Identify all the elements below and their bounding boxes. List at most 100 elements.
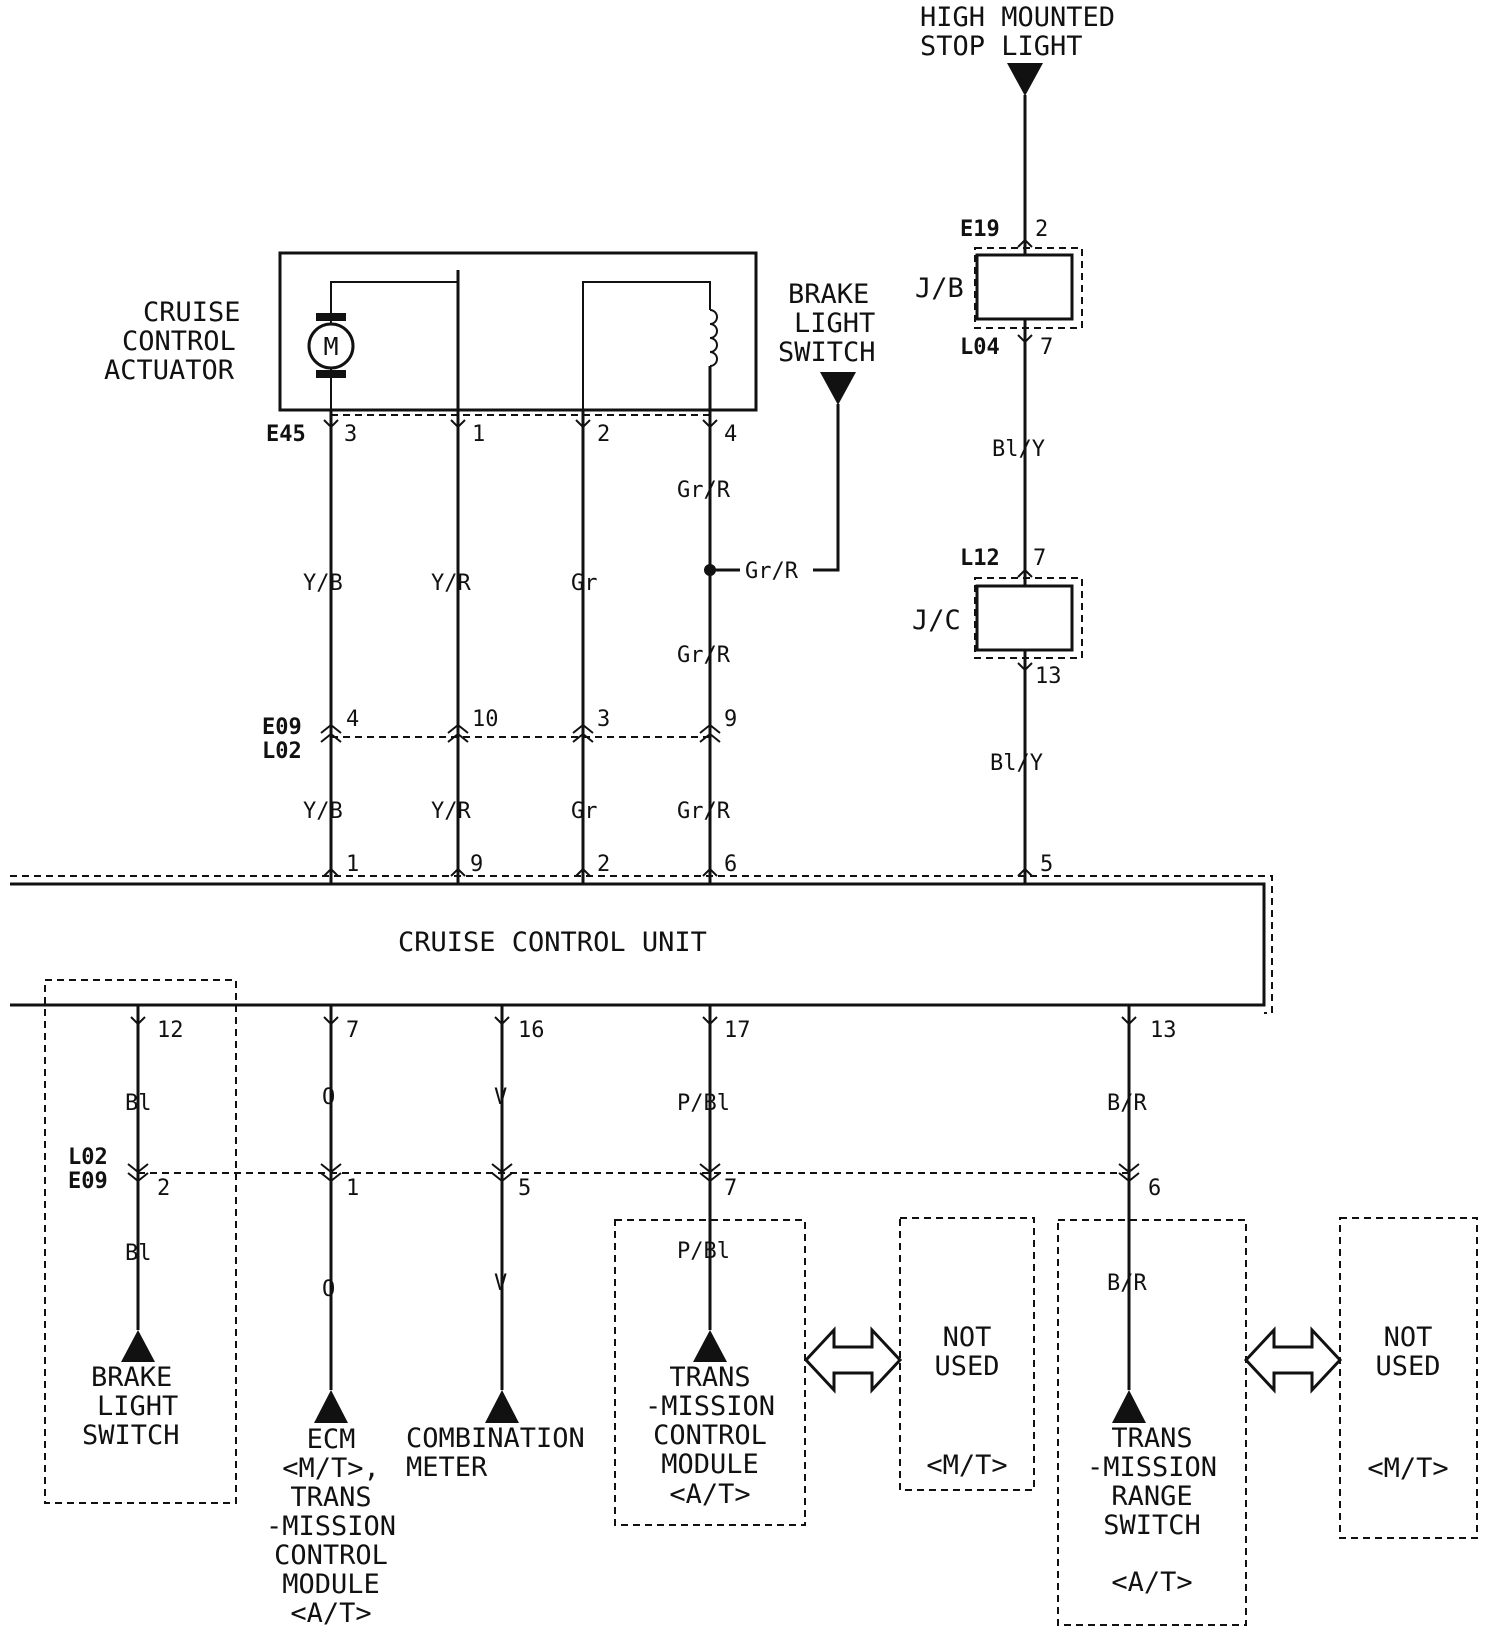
connector-e19: E19 xyxy=(960,217,1000,242)
terminal-l02-pbl-b xyxy=(699,1172,721,1183)
terminal-e09-yb-b xyxy=(320,732,342,743)
wire-label-gr-1: Gr xyxy=(571,571,598,596)
connector-e09-b: E09 xyxy=(68,1169,108,1194)
ccu-box xyxy=(10,882,1266,1007)
not-used-1-line3: <M/T> xyxy=(926,1450,1007,1481)
terminal-l02-v-a xyxy=(491,1163,513,1174)
pin-l02-v: 5 xyxy=(518,1176,531,1201)
pin-l02-pbl: 7 xyxy=(724,1176,737,1201)
joint-connector-box xyxy=(975,584,1074,652)
alternative-arrow-1 xyxy=(803,1326,903,1394)
terminal-l04 xyxy=(1017,334,1033,344)
ecm-label-line7: <A/T> xyxy=(290,1598,371,1629)
hmsl-label-line2: STOP LIGHT xyxy=(920,31,1083,62)
pin-l02-bl: 2 xyxy=(157,1176,170,1201)
terminal-ccu-6 xyxy=(702,867,718,877)
ecm-label-line4: -MISSION xyxy=(266,1511,396,1542)
pin-l12: 7 xyxy=(1033,546,1046,571)
tcm-label-line1: TRANS xyxy=(669,1362,750,1393)
wire-label-grr-brake: Gr/R xyxy=(745,559,799,584)
hmsl-arrow xyxy=(1007,63,1043,96)
pin-ccu-yb: 1 xyxy=(346,852,359,877)
wire-label-yb-2: Y/B xyxy=(303,799,343,824)
terminal-e09-yr-a xyxy=(447,723,469,734)
motor-symbol: M xyxy=(323,332,338,361)
connector-e09: E09 xyxy=(262,715,302,740)
terminal-l02-bl-a xyxy=(127,1163,149,1174)
ccu-label: CRUISE CONTROL UNIT xyxy=(398,927,707,958)
pin-l02-o: 1 xyxy=(346,1176,359,1201)
terminal-l02-br-b xyxy=(1118,1172,1140,1183)
pin-e45-b: 2 xyxy=(597,422,610,447)
pin-e09-gr: 3 xyxy=(597,707,610,732)
wire-label-pbl-2: P/Bl xyxy=(677,1239,730,1264)
pin-ccu-bl: 12 xyxy=(157,1018,184,1043)
brake-switch-bottom-line1: BRAKE xyxy=(91,1362,172,1393)
terminal-ccu-9 xyxy=(450,867,466,877)
alternative-arrow-2 xyxy=(1243,1326,1343,1394)
ecm-label-line6: MODULE xyxy=(282,1569,380,1600)
pin-ccu-v: 16 xyxy=(518,1018,545,1043)
range-switch-line4: SWITCH xyxy=(1103,1510,1201,1541)
ccu-shield xyxy=(10,875,1273,1014)
tcm-label-line2: -MISSION xyxy=(645,1391,775,1422)
wire-label-grr-2: Gr/R xyxy=(677,643,731,668)
range-switch-line5: <A/T> xyxy=(1111,1567,1192,1598)
ecm-label-line5: CONTROL xyxy=(274,1540,388,1571)
brake-switch-top-line3: SWITCH xyxy=(778,337,876,368)
brake-switch-bottom-arrow xyxy=(121,1330,155,1362)
actuator-box xyxy=(278,251,758,412)
hmsl-label-line1: HIGH MOUNTED xyxy=(920,2,1115,33)
range-switch-outline xyxy=(1057,1219,1247,1626)
brake-switch-top-line2: LIGHT xyxy=(794,308,875,339)
terminal-ccu-1 xyxy=(323,867,339,877)
actuator-label-line1: CRUISE xyxy=(143,297,241,328)
pin-ccu-bly: 5 xyxy=(1040,852,1053,877)
connector-l02: L02 xyxy=(262,739,302,764)
wire-label-o-1: O xyxy=(322,1085,335,1110)
pin-e45-a: 1 xyxy=(472,422,485,447)
tcm-arrow xyxy=(693,1330,727,1362)
coil-loop-top xyxy=(582,281,711,410)
pin-e45-coil: 4 xyxy=(724,422,737,447)
wire-label-grr-1: Gr/R xyxy=(677,478,731,503)
motor-brush-bottom xyxy=(316,370,346,378)
tcm-label-line3: CONTROL xyxy=(653,1420,767,1451)
terminal-e09-grr-b xyxy=(699,732,721,743)
motor-icon xyxy=(307,322,355,370)
junction-block-box xyxy=(975,253,1074,321)
wire-label-bly-2: Bl/Y xyxy=(990,751,1043,776)
terminal-e09-grr-a xyxy=(699,723,721,734)
range-switch-line1: TRANS xyxy=(1111,1423,1192,1454)
terminal-e09-gr-a xyxy=(572,723,594,734)
combination-meter-line2: METER xyxy=(406,1452,488,1483)
not-used-1-line2: USED xyxy=(934,1351,999,1382)
brake-switch-bottom-line3: SWITCH xyxy=(82,1420,180,1451)
wire-label-yr-1: Y/R xyxy=(431,571,471,596)
terminal-l12 xyxy=(1017,568,1033,578)
not-used-1-line1: NOT xyxy=(943,1322,992,1353)
junction-block-outline xyxy=(974,247,1083,329)
wire-label-o-2: O xyxy=(322,1277,335,1302)
connector-l02-b: L02 xyxy=(68,1145,108,1170)
terminal-l02-v-b xyxy=(491,1172,513,1183)
pin-e19: 2 xyxy=(1035,217,1048,242)
brake-switch-top-arrow xyxy=(820,372,856,405)
pin-ccu-br: 13 xyxy=(1150,1018,1177,1043)
ecm-label-line2: <M/T>, xyxy=(282,1453,380,1484)
pin-ccu-pbl: 17 xyxy=(724,1018,751,1043)
pin-l04: 7 xyxy=(1040,335,1053,360)
terminal-l02-o-b xyxy=(320,1172,342,1183)
brake-switch-bottom-line2: LIGHT xyxy=(97,1391,178,1422)
wire-label-gr-2: Gr xyxy=(571,799,598,824)
terminal-l02-o-a xyxy=(320,1163,342,1174)
terminal-e19 xyxy=(1017,238,1033,248)
pin-e09-yb: 4 xyxy=(346,707,359,732)
tcm-label-line4: MODULE xyxy=(661,1449,759,1480)
not-used-1-outline xyxy=(899,1217,1035,1491)
actuator-label-line3: ACTUATOR xyxy=(104,355,235,386)
range-switch-line3: RANGE xyxy=(1111,1481,1192,1512)
terminal-jc-out xyxy=(1017,662,1033,672)
